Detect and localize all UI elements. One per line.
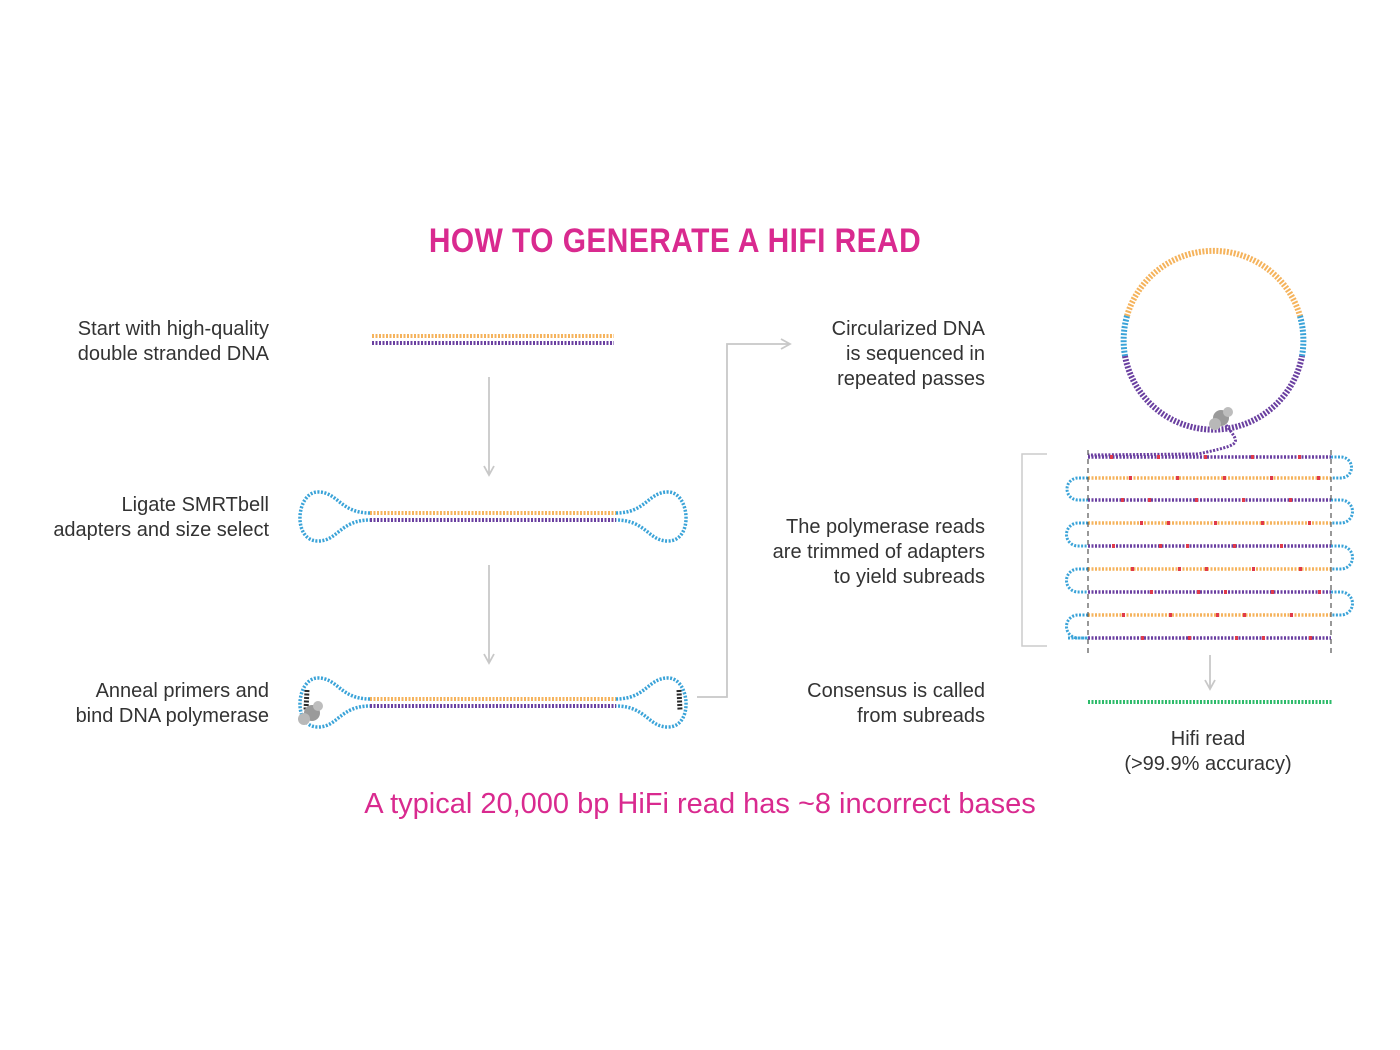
error-base	[1216, 613, 1219, 617]
error-base	[1308, 521, 1311, 525]
adapter-loop-right	[615, 490, 688, 543]
adapter-turn	[1331, 455, 1353, 480]
step-ligate-line-2: adapters and size select	[53, 519, 269, 541]
adapter-loop-right	[615, 676, 688, 729]
error-base	[1243, 613, 1246, 617]
error-base	[1224, 590, 1227, 594]
page-title: HOW TO GENERATE A HIFI READ	[428, 222, 922, 260]
error-base	[1112, 544, 1115, 548]
polymerase-icon	[1209, 407, 1233, 430]
error-base	[1159, 544, 1162, 548]
adapter-turn	[1065, 521, 1088, 548]
error-base	[1110, 455, 1113, 459]
step-start-line-2: double stranded DNA	[77, 343, 269, 365]
error-base	[1129, 476, 1132, 480]
error-base	[1131, 567, 1134, 571]
error-base	[1140, 521, 1143, 525]
error-base	[1290, 613, 1293, 617]
error-base	[1121, 498, 1124, 502]
step-circularized-label: Circularized DNA is sequenced in repeate…	[832, 317, 985, 392]
error-base	[1317, 476, 1320, 480]
error-base	[1178, 567, 1181, 571]
step-consensus-line-2: from subreads	[857, 705, 985, 727]
error-base	[1204, 455, 1207, 459]
hifi-read-line-1: Hifi read	[1170, 728, 1246, 750]
circle-complement-arc	[1122, 355, 1305, 433]
error-base	[1318, 590, 1321, 594]
error-base	[1148, 498, 1151, 502]
adapter-turn	[1065, 476, 1088, 502]
error-base	[1205, 567, 1208, 571]
step-start-line-1: Start with high-quality	[77, 318, 269, 340]
error-base	[1214, 521, 1217, 525]
step-anneal-line-2: bind DNA polymerase	[75, 705, 269, 727]
subread-rows	[1065, 455, 1354, 640]
error-base	[1150, 590, 1153, 594]
error-base	[1141, 636, 1144, 640]
error-base	[1197, 590, 1200, 594]
error-base	[1262, 636, 1265, 640]
elbow-arrow-icon	[697, 338, 792, 698]
step-anneal-label: Anneal primers and bind DNA polymerase	[76, 679, 269, 729]
adapter-turn	[1331, 498, 1354, 525]
adapter-loop-left	[298, 490, 371, 543]
error-base	[1195, 498, 1198, 502]
step-trimmed-line-3: to yield subreads	[833, 566, 985, 588]
adapter-turn	[1065, 567, 1088, 594]
error-base	[1261, 521, 1264, 525]
step-start-label: Start with high-quality double stranded …	[78, 317, 269, 367]
step-consensus-line-1: Consensus is called	[807, 680, 985, 702]
error-base	[1252, 567, 1255, 571]
smrtbell-molecule	[298, 490, 688, 543]
error-base	[1271, 590, 1274, 594]
error-base	[1280, 544, 1283, 548]
error-base	[1122, 613, 1125, 617]
error-base	[1233, 544, 1236, 548]
error-base	[1309, 636, 1312, 640]
hifi-read-label: Hifi read (>99.9% accuracy)	[1088, 727, 1328, 777]
error-base	[1176, 476, 1179, 480]
adapter-turn	[1331, 590, 1354, 617]
adapter-turn	[1331, 544, 1354, 571]
error-base	[1299, 567, 1302, 571]
read-exit-strand	[1087, 424, 1237, 457]
error-base	[1298, 455, 1301, 459]
circle-adapter-arc-left	[1120, 315, 1130, 357]
step-trimmed-line-1: The polymerase reads	[786, 516, 985, 538]
step-circularized-line-1: Circularized DNA	[831, 318, 985, 340]
step-trimmed-label: The polymerase reads are trimmed of adap…	[773, 515, 985, 590]
subreads-bracket	[1021, 453, 1047, 647]
error-base	[1235, 636, 1238, 640]
primer-icon	[676, 689, 683, 711]
polymerase-icon	[298, 701, 323, 725]
error-base	[1157, 455, 1160, 459]
step-circularized-line-3: repeated passes	[837, 368, 985, 390]
circle-insert-arc	[1124, 247, 1303, 317]
error-base	[1186, 544, 1189, 548]
error-base	[1188, 636, 1191, 640]
dsdna-molecule	[372, 334, 614, 345]
step-ligate-label: Ligate SMRTbell adapters and size select	[53, 493, 269, 543]
primed-smrtbell-molecule	[298, 676, 688, 729]
adapter-loop-left	[298, 676, 371, 729]
footer-summary: A typical 20,000 bp HiFi read has ~8 inc…	[364, 788, 1036, 820]
subreads-group	[1021, 450, 1354, 655]
step-ligate-line-1: Ligate SMRTbell	[121, 494, 269, 516]
error-base	[1169, 613, 1172, 617]
error-base	[1223, 476, 1226, 480]
step-consensus-label: Consensus is called from subreads	[807, 679, 985, 729]
error-base	[1289, 498, 1292, 502]
adapter-turn	[1065, 613, 1088, 640]
error-base	[1251, 455, 1254, 459]
circular-dna	[1087, 247, 1307, 457]
error-base	[1242, 498, 1245, 502]
step-anneal-line-1: Anneal primers and	[95, 680, 269, 702]
error-base	[1167, 521, 1170, 525]
hifi-read-line-2: (>99.9% accuracy)	[1124, 753, 1292, 775]
step-trimmed-line-2: are trimmed of adapters	[772, 541, 985, 563]
circle-adapter-arc-right	[1297, 315, 1307, 357]
step-circularized-line-2: is sequenced in	[846, 343, 985, 365]
error-base	[1270, 476, 1273, 480]
